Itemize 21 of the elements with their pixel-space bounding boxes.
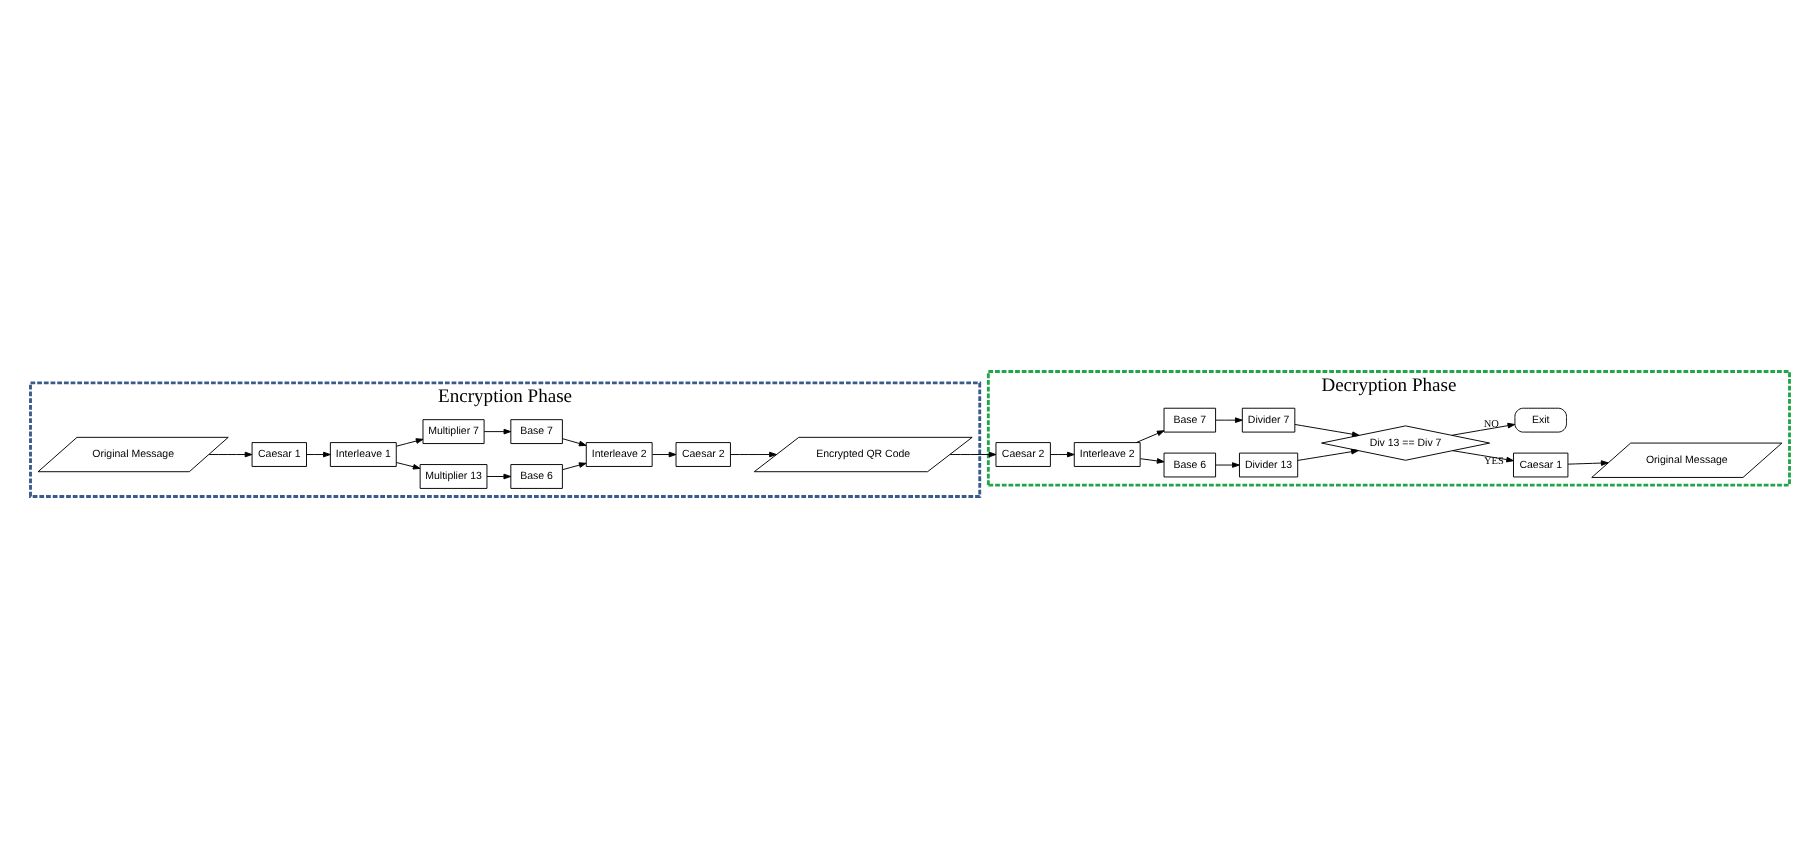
arrow <box>730 451 777 458</box>
arrow <box>208 451 253 458</box>
arrow <box>562 462 587 471</box>
arrow <box>1452 450 1514 463</box>
arrow <box>562 438 587 447</box>
arrow <box>1294 424 1360 437</box>
arrow <box>1215 462 1240 468</box>
arrow <box>1451 422 1516 436</box>
arrow <box>486 473 512 480</box>
arrow <box>306 451 331 458</box>
arrow <box>652 451 677 458</box>
arrow <box>1567 460 1609 466</box>
arrow <box>949 451 997 458</box>
arrow <box>1050 451 1075 458</box>
arrow <box>1140 458 1165 464</box>
arrow <box>395 462 421 470</box>
arrow <box>1135 430 1165 443</box>
arrow <box>1215 417 1243 423</box>
arrow <box>483 428 512 435</box>
arrow <box>395 438 424 447</box>
arrow <box>1297 448 1359 461</box>
